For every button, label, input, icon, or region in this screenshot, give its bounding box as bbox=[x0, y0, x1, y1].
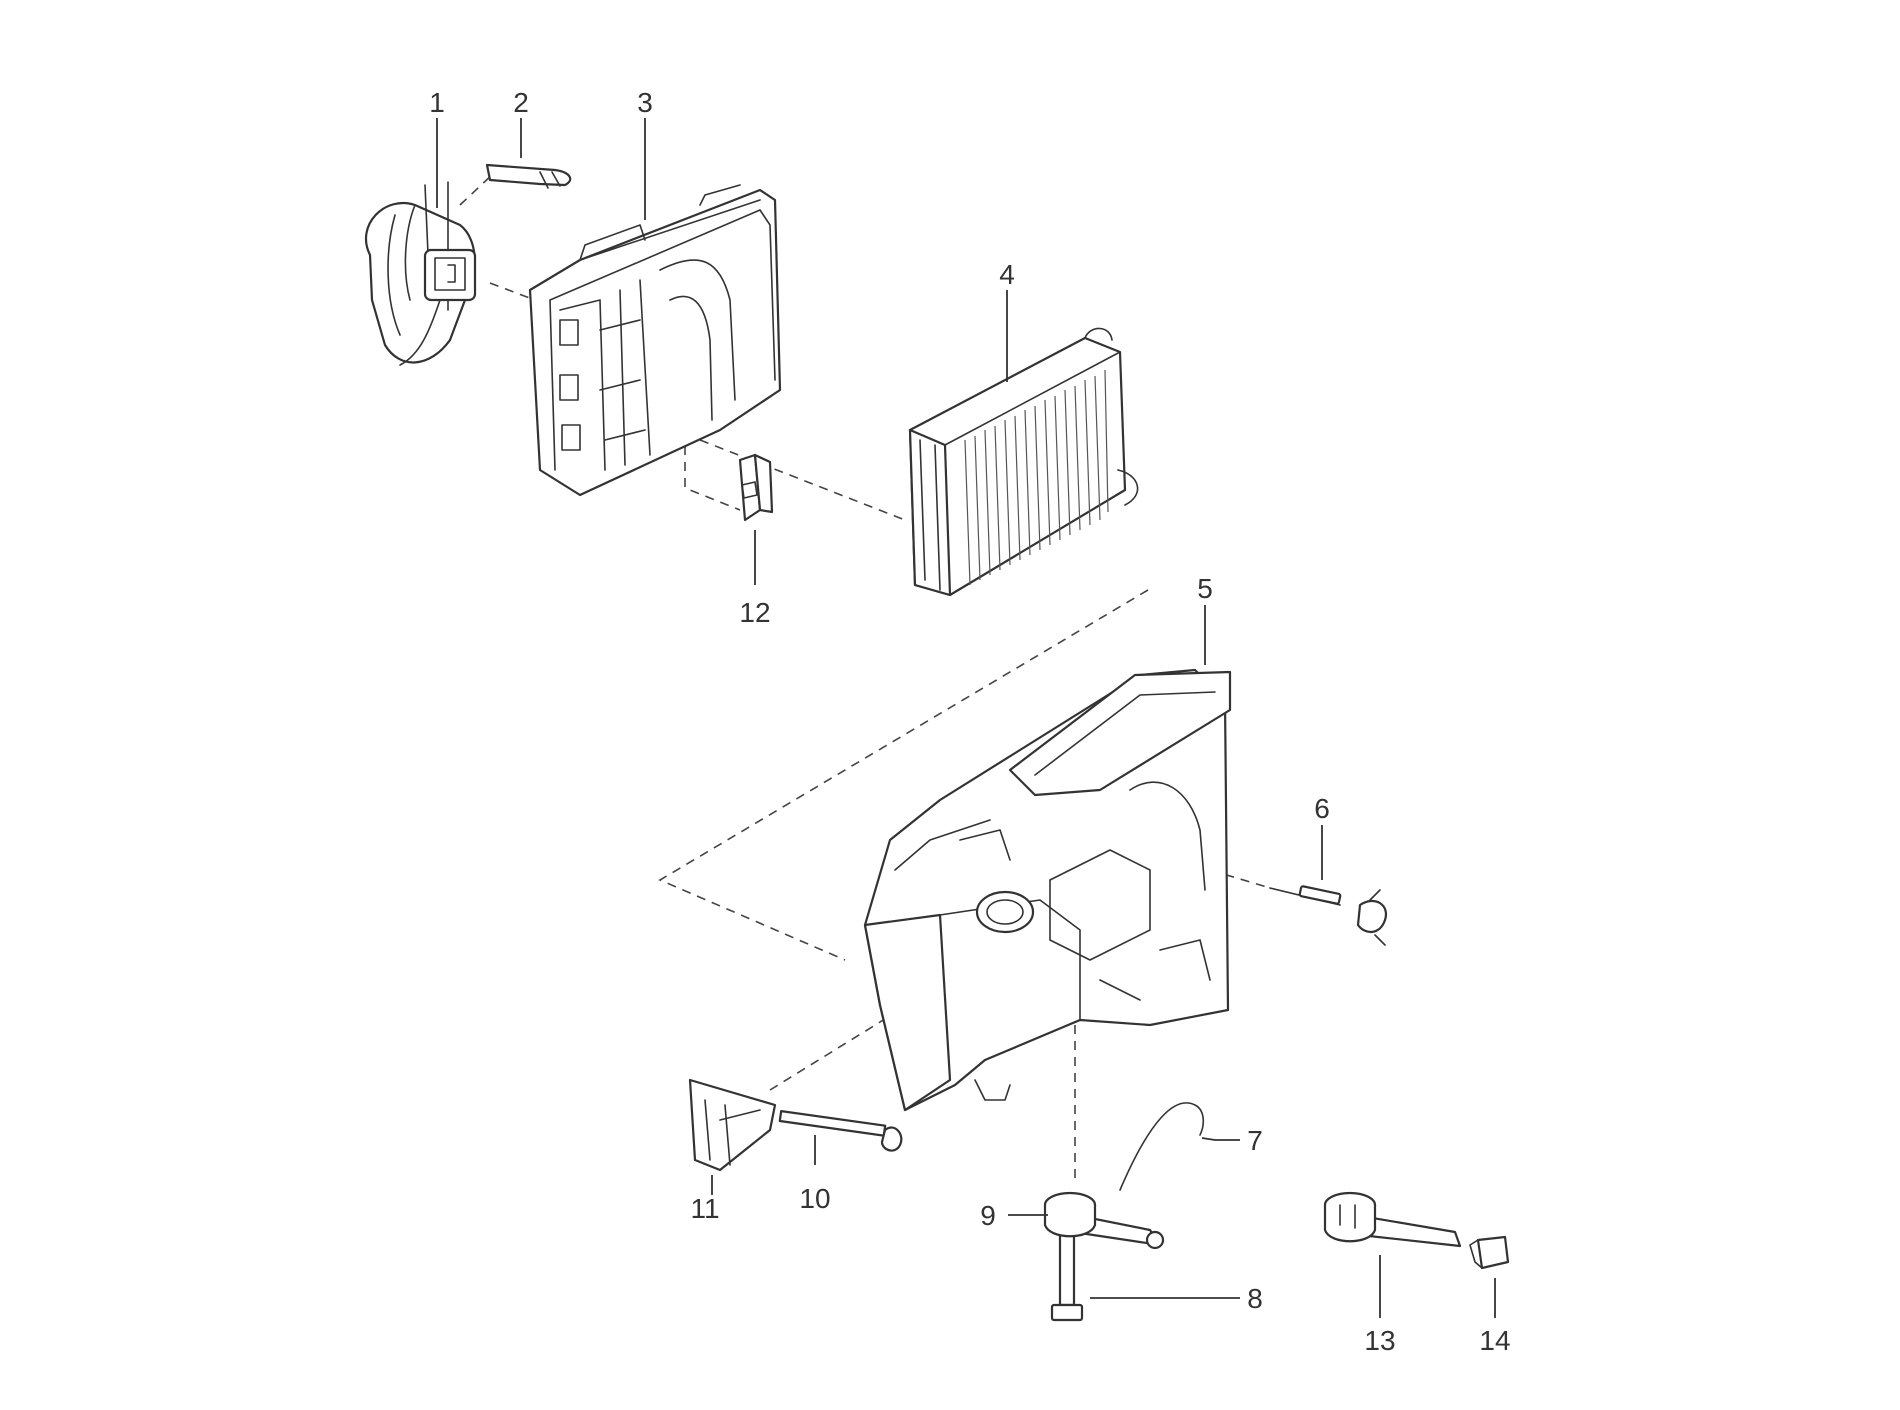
callout-3: 3 bbox=[637, 87, 653, 118]
heater-core bbox=[908, 327, 1139, 597]
wire bbox=[1119, 1102, 1205, 1191]
callout-9: 9 bbox=[980, 1200, 996, 1231]
callout-8: 8 bbox=[1247, 1283, 1263, 1314]
callout-10: 10 bbox=[799, 1183, 830, 1214]
callout-13: 13 bbox=[1364, 1325, 1395, 1356]
callout-4: 4 bbox=[999, 259, 1015, 290]
callout-14: 14 bbox=[1479, 1325, 1510, 1356]
callout-labels: 1 2 3 4 5 6 7 8 9 10 11 12 13 14 bbox=[429, 87, 1510, 1356]
blower-housing bbox=[528, 184, 782, 497]
heater-box bbox=[863, 668, 1232, 1112]
callout-7: 7 bbox=[1247, 1125, 1263, 1156]
callout-6: 6 bbox=[1314, 793, 1330, 824]
callout-2: 2 bbox=[513, 87, 529, 118]
callout-1: 1 bbox=[429, 87, 445, 118]
flap-lever bbox=[1043, 1191, 1165, 1250]
small-flap bbox=[738, 453, 774, 522]
adjusting-screw bbox=[778, 1109, 903, 1152]
lever-alternate bbox=[1323, 1191, 1462, 1248]
leader-lines bbox=[436, 118, 1496, 1318]
callout-11: 11 bbox=[690, 1193, 719, 1224]
cap bbox=[1469, 1235, 1510, 1270]
control-cable bbox=[1269, 885, 1388, 946]
bracket bbox=[688, 1078, 777, 1172]
callout-12: 12 bbox=[739, 597, 770, 628]
callout-5: 5 bbox=[1197, 573, 1213, 604]
blower-fan bbox=[364, 181, 477, 366]
clip bbox=[485, 163, 572, 189]
